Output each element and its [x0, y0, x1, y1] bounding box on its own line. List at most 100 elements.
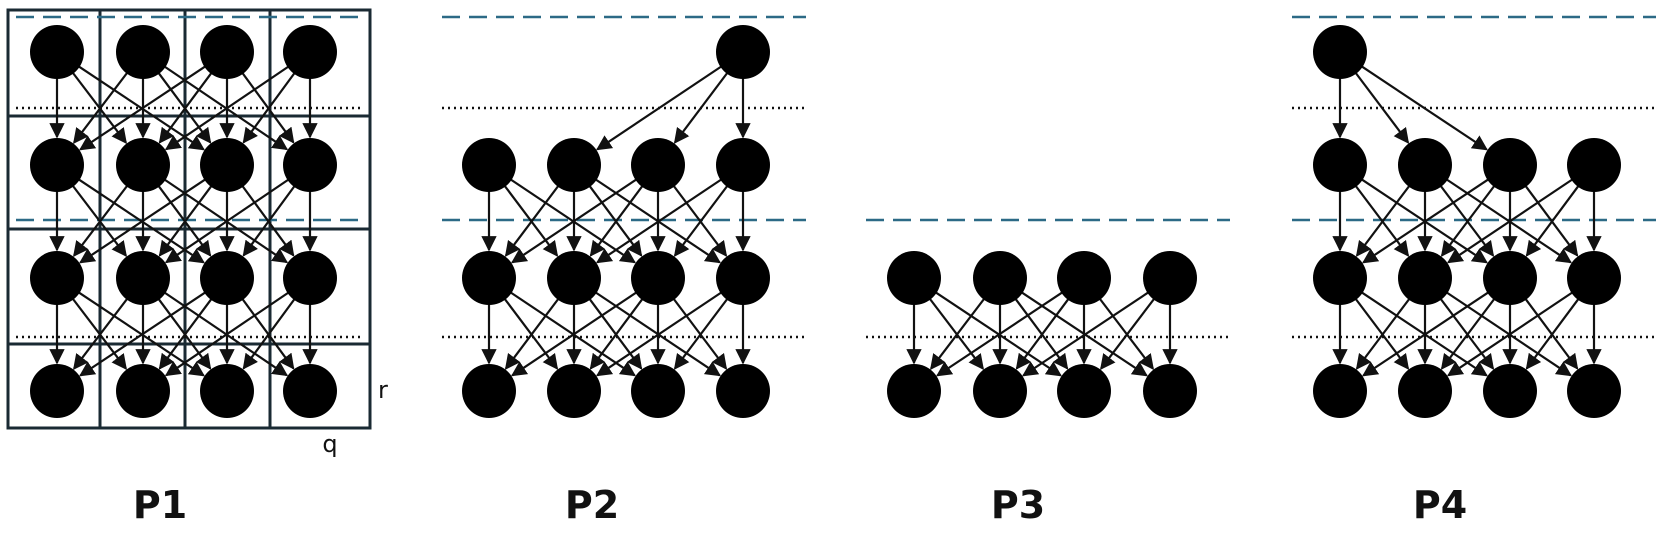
edge-arrow: [1354, 184, 1410, 257]
node-circle: [283, 25, 337, 79]
edge-arrow: [1524, 297, 1579, 370]
node-circle: [973, 364, 1027, 418]
edge-arrow: [1360, 64, 1488, 151]
edge-arrow: [509, 177, 637, 264]
edge-arrow: [1440, 184, 1496, 257]
node-circle: [462, 364, 516, 418]
node-circle: [1567, 251, 1621, 305]
node-circle: [716, 138, 770, 192]
node-circle: [1313, 251, 1367, 305]
node-circle: [1398, 251, 1452, 305]
edge-arrow: [164, 178, 290, 264]
edge-arrow: [77, 177, 205, 264]
edge-arrow: [1360, 177, 1488, 264]
edge-arrow: [1354, 71, 1410, 144]
edge-arrow: [504, 297, 560, 370]
edge-arrow: [1360, 290, 1488, 377]
edge-arrow: [1355, 184, 1411, 257]
axis-label-r: r: [378, 376, 388, 404]
node-circle: [547, 251, 601, 305]
edge-arrow: [589, 297, 644, 370]
edge-arrow: [588, 184, 643, 257]
panel-label-p1: P1: [133, 483, 187, 527]
edge-arrow: [1022, 290, 1150, 377]
edge-arrow: [77, 290, 205, 377]
edge-arrow: [503, 297, 559, 370]
edge-arrow: [157, 297, 212, 370]
node-circle: [30, 138, 84, 192]
node-circle: [1313, 25, 1367, 79]
edge-arrow: [242, 184, 297, 257]
edge-arrow: [1100, 297, 1156, 370]
edge-arrow: [672, 184, 728, 257]
node-circle: [716, 251, 770, 305]
node-circle: [116, 251, 170, 305]
node-circle: [973, 251, 1027, 305]
edge-arrow: [1355, 297, 1411, 370]
edge-arrow: [510, 290, 638, 377]
node-circle: [1398, 138, 1452, 192]
edge-arrow: [1439, 184, 1495, 257]
edge-arrow: [588, 297, 643, 370]
node-circle: [1483, 138, 1537, 192]
edge-arrow: [71, 184, 127, 257]
panel-label-p2: P2: [565, 483, 619, 527]
node-circle: [1143, 251, 1197, 305]
edge-arrow: [73, 297, 129, 370]
panel-label-p4: P4: [1413, 483, 1467, 527]
node-circle: [30, 25, 84, 79]
node-circle: [1567, 364, 1621, 418]
node-circle: [1483, 251, 1537, 305]
edge-arrow: [71, 297, 127, 370]
node-circle: [631, 138, 685, 192]
edge-arrow: [1362, 290, 1490, 377]
edge-arrow: [1014, 297, 1069, 370]
edge-arrow: [936, 290, 1064, 377]
edge-arrow: [672, 297, 728, 370]
grid-frame: [6, 8, 372, 430]
edge-arrow: [1524, 184, 1579, 257]
node-circle: [116, 138, 170, 192]
edge-arrow: [71, 71, 127, 144]
edge-arrow: [164, 291, 290, 377]
node-circle: [116, 364, 170, 418]
node-circle: [200, 138, 254, 192]
edge-arrow: [673, 71, 729, 144]
edge-arrow: [158, 184, 213, 257]
node-circle: [1313, 364, 1367, 418]
node-circle: [716, 364, 770, 418]
edge-arrow: [157, 71, 212, 144]
edge-arrow: [1440, 297, 1496, 370]
edge-arrow: [928, 297, 984, 370]
node-circle: [200, 251, 254, 305]
panel-p2: [442, 15, 806, 418]
node-circle: [1398, 364, 1452, 418]
edge-arrow: [164, 65, 290, 151]
node-circle: [1567, 138, 1621, 192]
edge-arrow: [1525, 184, 1580, 257]
edge-arrow: [242, 297, 297, 370]
node-circle: [1143, 364, 1197, 418]
node-circle: [200, 364, 254, 418]
node-circle: [30, 251, 84, 305]
node-circle: [716, 25, 770, 79]
edge-arrow: [158, 71, 213, 144]
node-circle: [462, 138, 516, 192]
axis-label-q: q: [322, 430, 337, 458]
edge-arrow: [240, 184, 295, 257]
node-circle: [1483, 364, 1537, 418]
edge-arrow: [1098, 297, 1154, 370]
node-circle: [283, 138, 337, 192]
edge-arrow: [1446, 290, 1574, 377]
edge-arrow: [1446, 177, 1574, 264]
edge-arrow: [1362, 177, 1490, 264]
edge-arrow: [1354, 297, 1410, 370]
edge-arrow: [77, 64, 205, 151]
panel-p1: [6, 8, 372, 430]
node-circle: [283, 364, 337, 418]
edge-arrow: [1439, 297, 1495, 370]
node-circle: [1313, 138, 1367, 192]
edge-arrow: [242, 71, 297, 144]
edge-arrow: [73, 71, 129, 144]
